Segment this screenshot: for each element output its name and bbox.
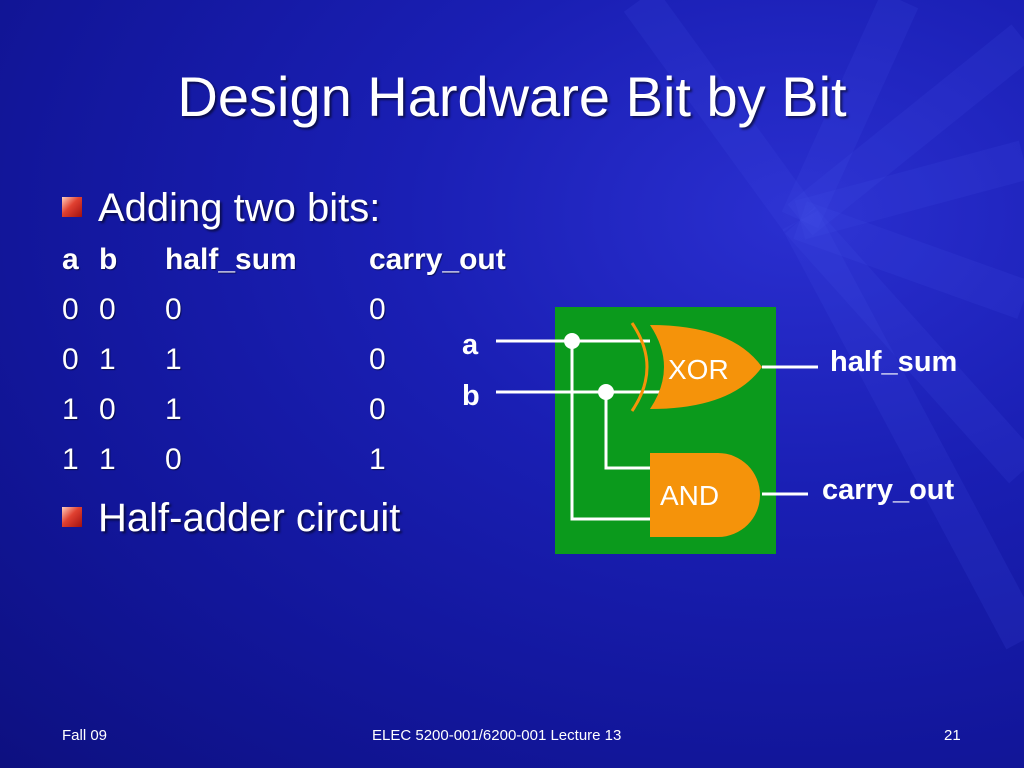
input-a-label: a (462, 329, 479, 361)
header-carry-out: carry_out (369, 243, 506, 276)
output-carry-out-label: carry_out (822, 474, 955, 506)
wire-b-to-and (604, 392, 654, 470)
cell-a: 0 (62, 343, 79, 376)
cell-half-sum: 0 (165, 443, 182, 476)
footer-course: ELEC 5200-001/6200-001 Lecture 13 (372, 727, 622, 744)
bullet-text: Adding two bits: (98, 186, 381, 230)
bullet-adding-two-bits: Adding two bits: (62, 183, 380, 233)
bullet-square-icon (62, 197, 82, 217)
cell-a: 1 (62, 393, 79, 426)
output-half-sum-label: half_sum (830, 346, 957, 378)
bullet-square-icon (62, 507, 82, 527)
cell-half-sum: 1 (165, 343, 182, 376)
cell-b: 1 (99, 343, 116, 376)
header-a: a (62, 243, 79, 276)
footer-date: Fall 09 (62, 727, 108, 744)
xor-input-curve (630, 322, 649, 412)
cell-b: 1 (99, 443, 116, 476)
wire-a-to-and (570, 341, 654, 521)
cell-a: 0 (62, 293, 79, 326)
cell-b: 0 (99, 393, 116, 426)
xor-gate-label: XOR (668, 354, 729, 385)
bullet-text: Half-adder circuit (98, 496, 401, 540)
footer-slide-number: 21 (944, 727, 961, 744)
truth-table-header: a b half_sum carry_out (62, 240, 532, 290)
cell-carry-out: 0 (369, 343, 386, 376)
bullet-half-adder: Half-adder circuit (62, 493, 400, 543)
table-row: 0 1 1 0 (62, 340, 532, 390)
input-b-label: b (462, 380, 480, 412)
cell-carry-out: 0 (369, 393, 386, 426)
cell-b: 0 (99, 293, 116, 326)
header-half-sum: half_sum (165, 243, 297, 276)
xor-gate (650, 325, 762, 409)
and-gate (650, 453, 760, 537)
slide-title: Design Hardware Bit by Bit (177, 65, 847, 128)
cell-half-sum: 0 (165, 293, 182, 326)
half-adder-diagram: XOR AND a b half_sum carry_out (462, 307, 957, 554)
junction-b (598, 384, 614, 400)
cell-carry-out: 1 (369, 443, 386, 476)
and-gate-label: AND (660, 480, 719, 511)
table-row: 1 0 1 0 (62, 390, 532, 440)
cell-carry-out: 0 (369, 293, 386, 326)
table-row: 1 1 0 1 (62, 440, 532, 490)
cell-a: 1 (62, 443, 79, 476)
header-b: b (99, 243, 118, 276)
cell-half-sum: 1 (165, 393, 182, 426)
truth-table: a b half_sum carry_out 0 0 0 0 0 1 1 0 1… (62, 240, 532, 490)
table-row: 0 0 0 0 (62, 290, 532, 340)
junction-a (564, 333, 580, 349)
